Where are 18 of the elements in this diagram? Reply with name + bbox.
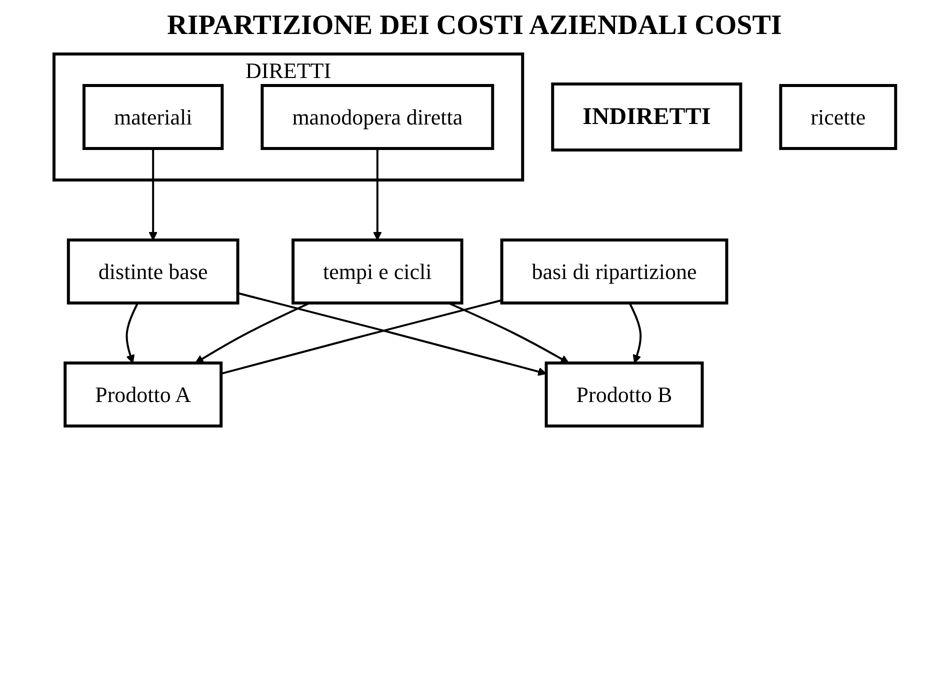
connector bbox=[220, 299, 502, 375]
node-box: manodopera diretta bbox=[260, 84, 494, 150]
node-box: ricette bbox=[778, 84, 897, 150]
arrow bbox=[448, 302, 569, 364]
node-box: Prodotto B bbox=[544, 362, 704, 428]
arrow bbox=[194, 302, 310, 364]
arrow bbox=[148, 148, 158, 240]
arrow bbox=[628, 302, 642, 364]
arrow bbox=[237, 292, 546, 376]
arrow bbox=[125, 302, 138, 364]
node-box: distinte base bbox=[66, 238, 239, 304]
node-box: materiali bbox=[82, 84, 224, 150]
arrow bbox=[372, 148, 382, 240]
diagram-title: RIPARTIZIONE DEI COSTI AZIENDALI COSTI bbox=[166, 10, 783, 42]
node-box: INDIRETTI bbox=[550, 82, 742, 152]
node-box: tempi e cicli bbox=[291, 238, 463, 304]
node-box: basi di ripartizione bbox=[500, 238, 728, 304]
node-box: Prodotto A bbox=[63, 362, 222, 428]
